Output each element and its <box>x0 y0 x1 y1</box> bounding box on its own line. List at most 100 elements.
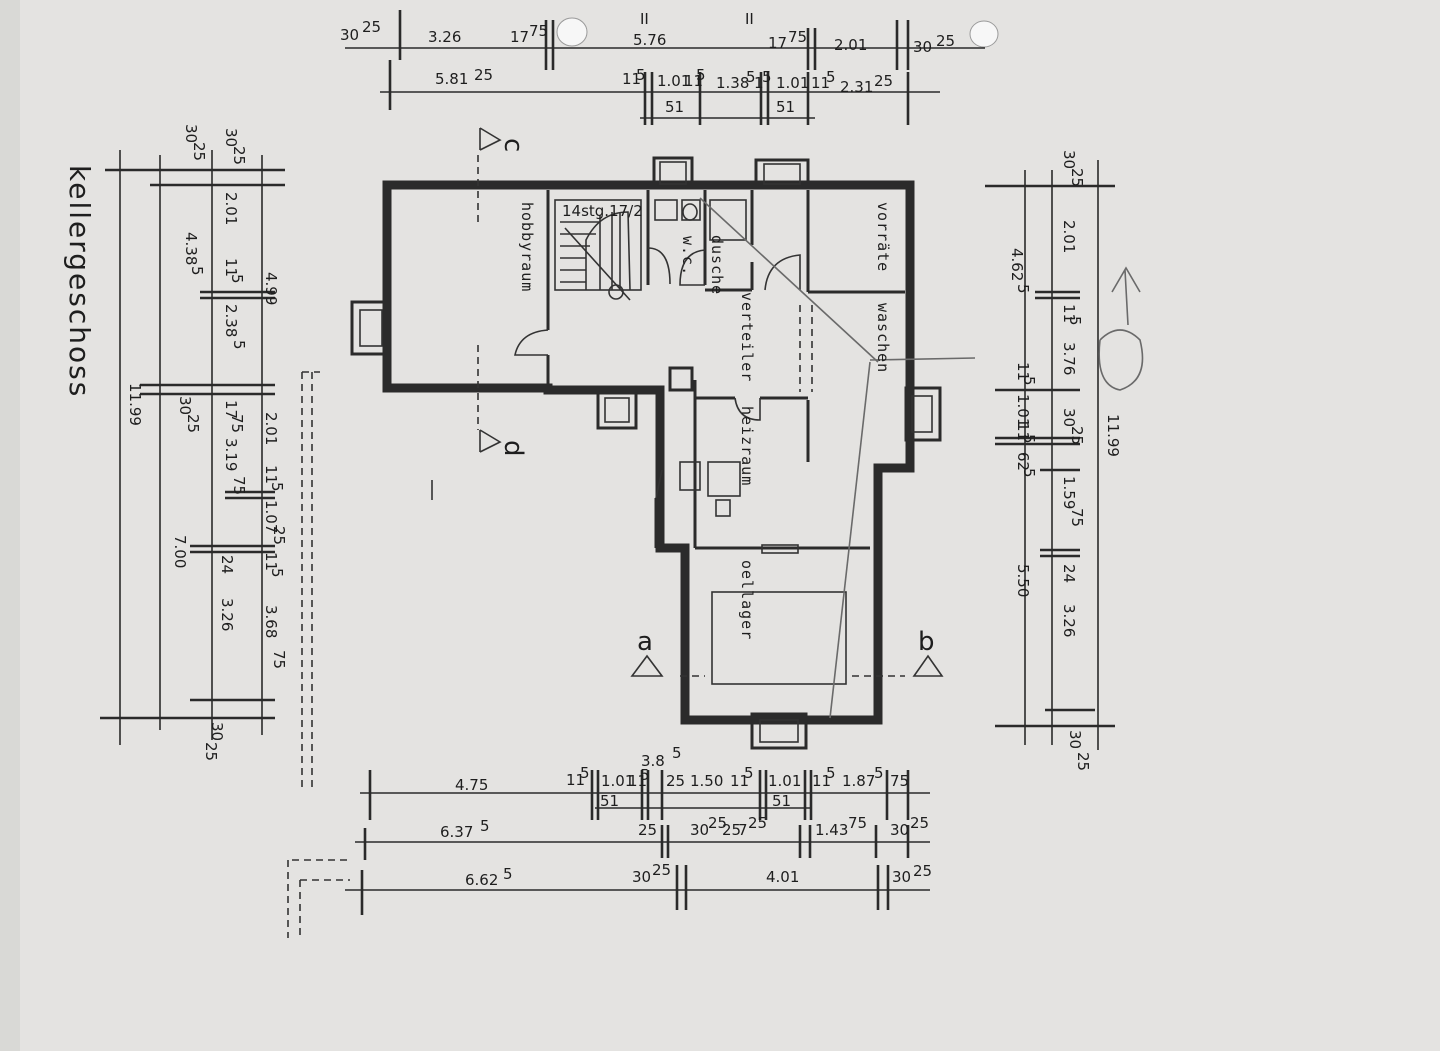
dimension-label: 5 <box>188 266 206 276</box>
dimension-label: 4.38 <box>182 232 200 265</box>
dims-top: 30 25 3.26 17 75 5.76 17 75 2.01 30 25 I… <box>340 10 955 116</box>
dimension-label: 5 <box>228 274 246 284</box>
section-label-d: d <box>498 440 528 457</box>
dimension-label: 30 <box>690 821 709 839</box>
dimension-label: 5 <box>874 764 884 782</box>
dimension-label: 51 <box>776 98 795 116</box>
dimension-label: 3.8 <box>641 752 665 770</box>
dimension-label: 11 <box>1014 422 1032 441</box>
dimension-label: 1.01 <box>768 772 801 790</box>
section-marker-d <box>479 429 502 453</box>
dimension-label: 3.26 <box>428 28 461 46</box>
dimension-label: 51 <box>600 792 619 810</box>
room-label-wc: w.c. <box>679 236 697 276</box>
dimension-label: 11 <box>1014 362 1032 381</box>
dimension-label: 4.75 <box>455 776 488 794</box>
dimension-label: 17 <box>222 400 240 419</box>
dimension-label: 25 <box>474 66 493 84</box>
dimension-label: 25 <box>638 821 657 839</box>
dims-bottom: 4.75 11 5 1.01 11 5 3.8 5 25 1.50 11 5 1… <box>440 744 932 889</box>
dimension-label: 30 <box>182 124 200 143</box>
section-label-c: c <box>498 138 528 152</box>
dimension-label: 24 <box>1060 564 1078 583</box>
dimension-label: 30 <box>176 396 194 415</box>
room-label-oellager: oellager <box>738 560 756 640</box>
dimension-label: 11 <box>812 772 831 790</box>
dimension-label: 11 <box>628 772 647 790</box>
dimension-label: 51 <box>665 98 684 116</box>
dimension-label: 5 <box>746 68 756 86</box>
dimension-label: 5 <box>1014 284 1032 294</box>
dimension-label: 25 <box>913 862 932 880</box>
dimension-label: 2.01 <box>834 36 867 54</box>
dimension-label: 30 <box>340 26 359 44</box>
dimension-label: 30 <box>913 38 932 56</box>
dimension-label: 1.59 <box>1060 476 1078 509</box>
dimension-label: 25 <box>874 72 893 90</box>
dimension-label: 30 <box>632 868 651 886</box>
section-marker-b <box>912 654 944 677</box>
dimension-label: 5.76 <box>633 31 666 49</box>
fixtures <box>654 199 847 685</box>
dimension-label: 30 <box>890 821 909 839</box>
dimension-label: 11 <box>262 552 280 571</box>
dimension-label: 5 <box>503 865 513 883</box>
staircase <box>554 199 642 301</box>
dimension-label: 11 <box>684 72 703 90</box>
dimension-label: 3.68 <box>262 605 280 638</box>
dimension-label: 30 <box>208 722 226 741</box>
dimension-label: 25 <box>202 742 220 761</box>
dimension-label: 75 <box>270 650 288 669</box>
dimension-label: 75 <box>1068 508 1086 527</box>
dimension-label: 3.76 <box>1060 342 1078 375</box>
dimension-label: 5 <box>1020 434 1038 444</box>
dimension-label: 5 <box>640 766 650 784</box>
dimension-label: 25 <box>708 814 727 832</box>
dimension-label: 2.01 <box>1060 220 1078 253</box>
dimension-label: 5 <box>1066 316 1084 326</box>
dimension-label: 5.50 <box>1014 564 1032 597</box>
dimension-lines <box>100 10 1115 915</box>
dimension-label: 5 <box>268 482 286 492</box>
windows <box>350 156 942 750</box>
dimension-label: 25 <box>652 861 671 879</box>
dimension-label: 2.31 <box>840 78 873 96</box>
room-label-waschen: waschen <box>874 303 892 373</box>
room-label-dusche: dusche <box>708 235 726 295</box>
dimension-label: 5 <box>744 764 754 782</box>
dimension-label: 30 <box>1066 730 1084 749</box>
room-label-heizraum: heizraum <box>738 406 756 486</box>
dimension-label: 1.07 <box>262 500 280 533</box>
dimension-label: 75 <box>788 28 807 46</box>
dimension-label: 11 <box>730 772 749 790</box>
dimension-label: 5 <box>826 764 836 782</box>
dimension-label: 75 <box>230 476 248 495</box>
dimension-label: 25 <box>936 32 955 50</box>
dimension-label: 1.01 <box>601 772 634 790</box>
section-label-b: b <box>918 627 935 657</box>
punch-hole-right <box>969 20 999 48</box>
paper-edge <box>0 0 20 1051</box>
dimension-label: 25 <box>230 146 248 165</box>
dimension-label: 24 <box>218 555 236 574</box>
dimension-label: II <box>640 10 649 28</box>
dimension-label: 75 <box>529 22 548 40</box>
dimension-label: 75 <box>848 814 867 832</box>
dimension-label: 25 <box>748 814 767 832</box>
dimension-label: 25 <box>184 414 202 433</box>
dimension-label: 11.99 <box>1104 414 1122 457</box>
dimension-label: 25 <box>270 526 288 545</box>
dimension-label: 4.99 <box>262 272 280 305</box>
dims-left: 4.99 2.01 11 5 1.07 25 11 5 3.68 75 30 2… <box>126 124 288 761</box>
dimension-label: 5 <box>826 68 836 86</box>
dimension-label: 25 <box>1074 752 1092 771</box>
dimension-label: 11 <box>622 70 641 88</box>
dimension-label: 1.38 <box>716 74 749 92</box>
dimension-label: 30 <box>1060 150 1078 169</box>
dimension-label: 1.01 <box>776 74 809 92</box>
dimension-label: 75 <box>890 772 909 790</box>
dimension-label: 1.50 <box>690 772 723 790</box>
dimension-label: 7 <box>738 821 748 839</box>
dimension-label: 5 <box>762 68 772 86</box>
dimension-label: 1.43 <box>815 821 848 839</box>
